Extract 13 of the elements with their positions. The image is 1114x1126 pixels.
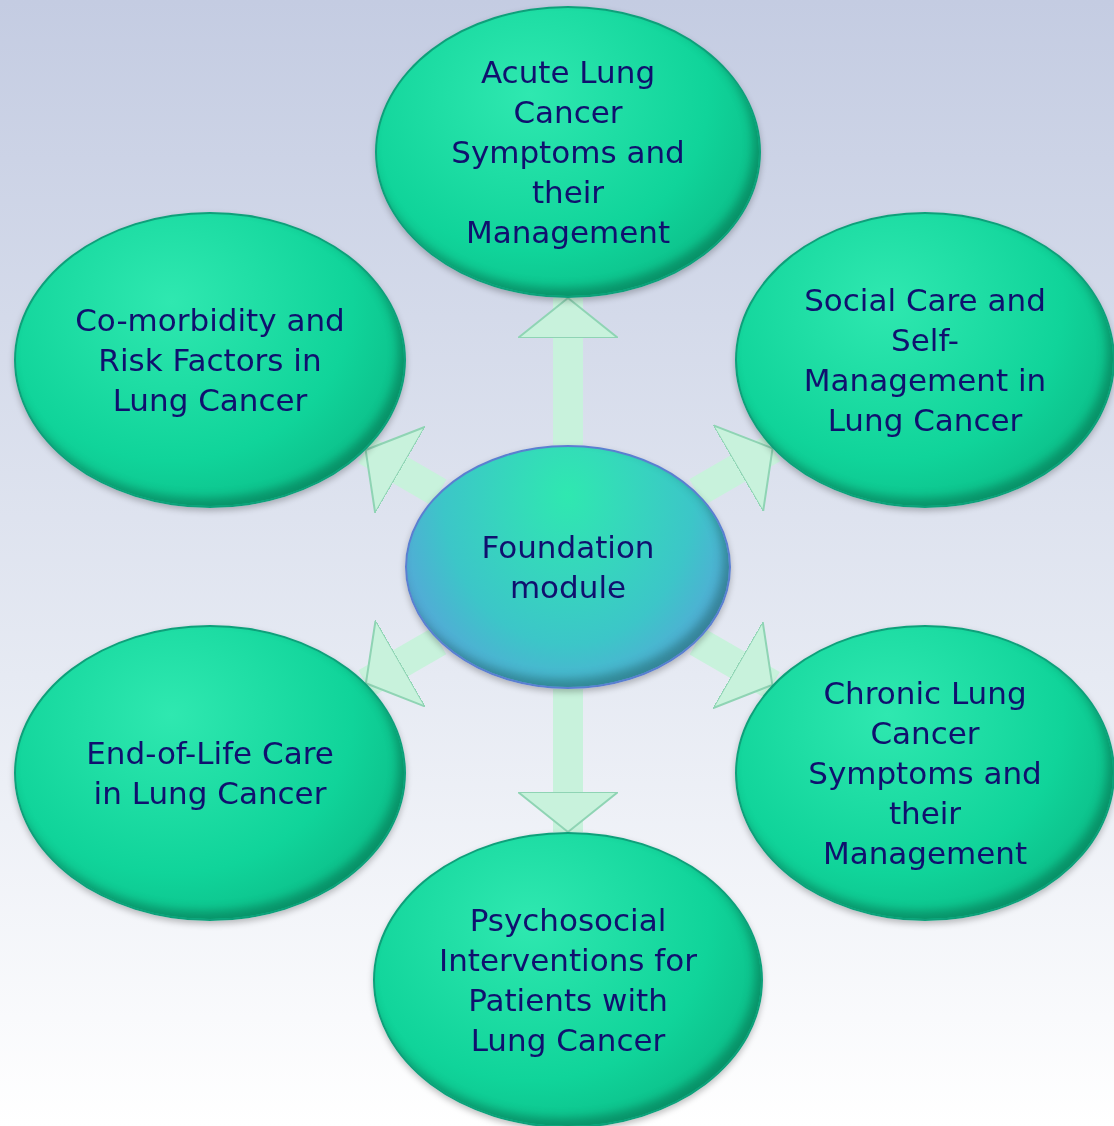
block-arrow (358, 619, 447, 708)
topic-label: Chronic Lung Cancer Symptoms and their Management (807, 674, 1043, 873)
block-arrow (358, 425, 447, 515)
block-arrow (689, 424, 781, 513)
topic-label: Psychosocial Interventions for Patients with Lung Cancer (438, 901, 698, 1060)
block-arrow (517, 689, 619, 833)
topic-label: End-of-Life Care in Lung Cancer (85, 734, 335, 813)
topic-label: Social Care and Self-Management in Lung Cancer (802, 281, 1048, 440)
topic-label: Co-morbidity and Risk Factors in Lung Cancer (74, 301, 346, 420)
block-arrow (689, 620, 780, 710)
topic-label: Acute Lung Cancer Symptoms and their Management (450, 53, 686, 252)
block-arrow (517, 297, 619, 445)
topic-label: Foundation module (480, 528, 656, 607)
